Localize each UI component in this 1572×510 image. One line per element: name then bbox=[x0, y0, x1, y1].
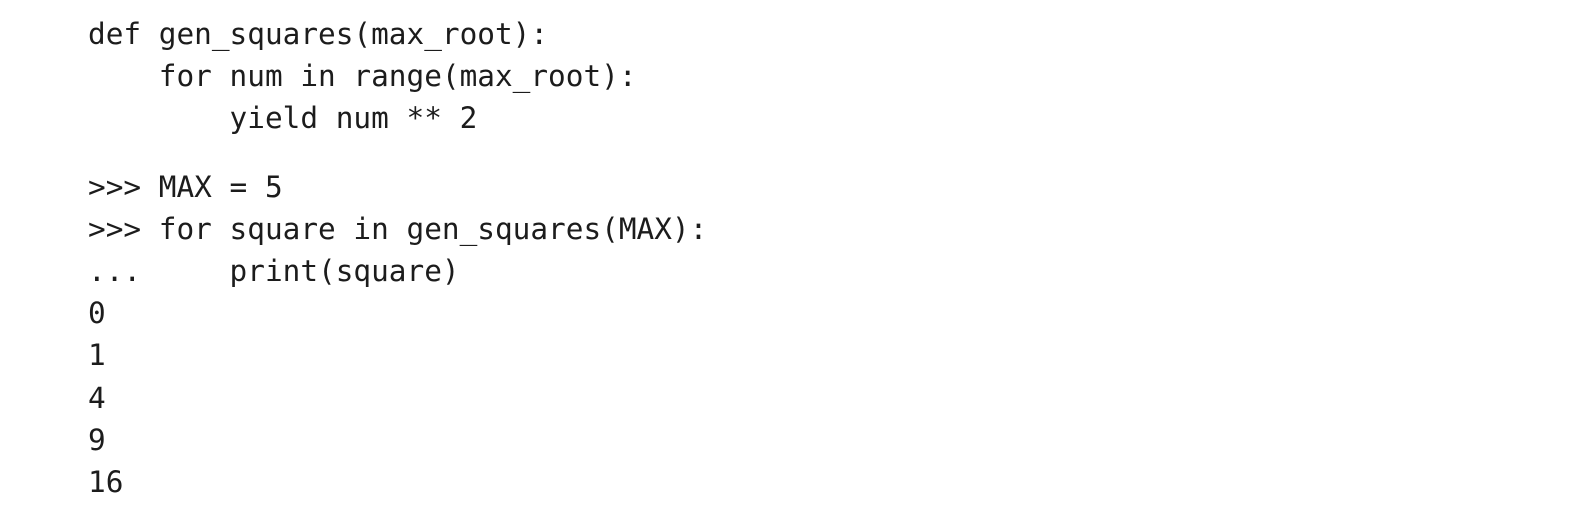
output-line: 1 bbox=[88, 338, 106, 373]
code-line: def gen_squares(max_root): bbox=[88, 17, 549, 51]
function-definition: def gen_squares(max_root): for num in ra… bbox=[88, 13, 707, 140]
code-line: ... print(square) bbox=[88, 253, 460, 288]
code-listing: def gen_squares(max_root): for num in ra… bbox=[88, 13, 707, 503]
output-line: 4 bbox=[88, 380, 106, 415]
spacer bbox=[88, 140, 707, 166]
code-line: >>> MAX = 5 bbox=[88, 169, 283, 204]
code-line: >>> for square in gen_squares(MAX): bbox=[88, 211, 708, 246]
output-line: 16 bbox=[88, 464, 124, 499]
code-line: yield num ** 2 bbox=[88, 101, 478, 136]
output-line: 0 bbox=[88, 296, 106, 331]
code-line: for num in range(max_root): bbox=[88, 59, 637, 94]
interactive-session: >>> MAX = 5 >>> for square in gen_square… bbox=[88, 166, 707, 504]
output-line: 9 bbox=[88, 422, 106, 457]
